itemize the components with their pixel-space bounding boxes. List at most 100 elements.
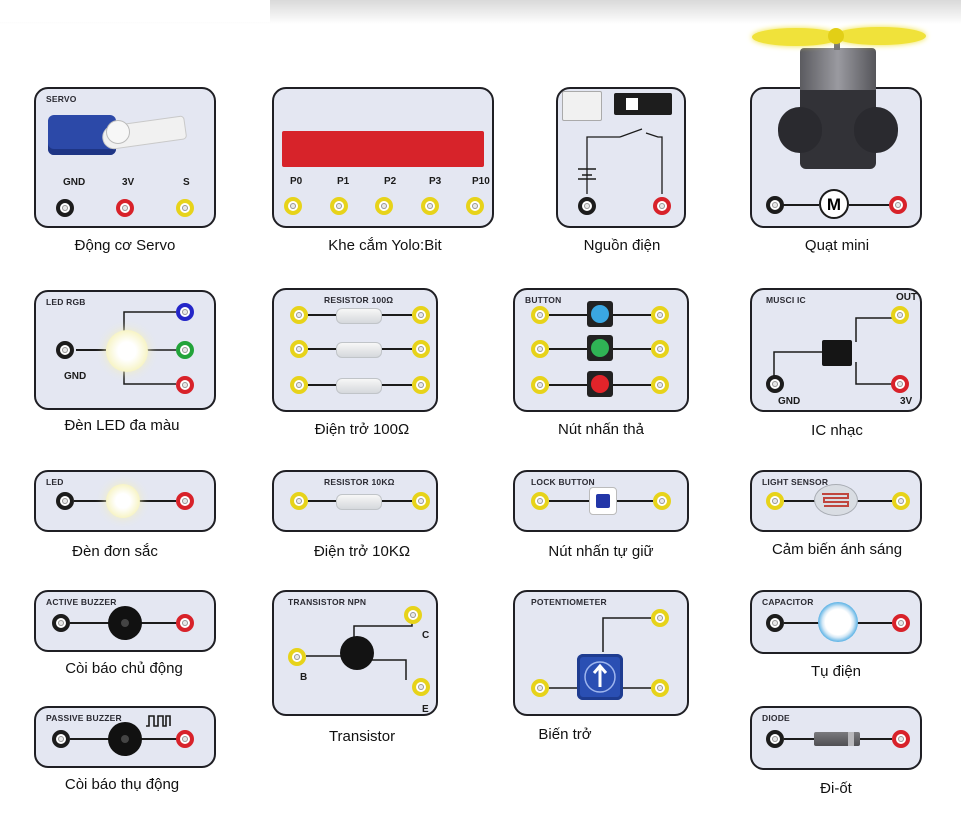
servo-s-pin[interactable] (176, 199, 194, 217)
resistor-10k-module[interactable]: RESISTOR 10KΩ (272, 470, 438, 532)
resistor-10k-pin-right[interactable] (412, 492, 430, 510)
active-buzzer-title: ACTIVE BUZZER (46, 597, 117, 607)
led-negative-pin[interactable] (56, 492, 74, 510)
yolobit-p2-pin[interactable] (375, 197, 393, 215)
button-pin-3l[interactable] (531, 376, 549, 394)
servo-3v-pin[interactable] (116, 199, 134, 217)
led-positive-pin[interactable] (176, 492, 194, 510)
potentiometer-left-pin[interactable] (531, 679, 549, 697)
resistor-100-module[interactable]: RESISTOR 100Ω (272, 288, 438, 412)
button-pin-1r[interactable] (651, 306, 669, 324)
power-positive-pin[interactable] (653, 197, 671, 215)
transistor-b-label: B (300, 672, 308, 683)
lock-button-pin-left[interactable] (531, 492, 549, 510)
music-ic-out-pin[interactable] (891, 306, 909, 324)
resistor-10k-caption: Điện trở 10KΩ (313, 543, 411, 560)
button-pin-3r[interactable] (651, 376, 669, 394)
led-title: LED (46, 477, 64, 487)
transistor-module[interactable]: TRANSISTOR NPN C B E (272, 590, 438, 716)
resistor-10k-body (336, 494, 382, 510)
light-sensor-pin-right[interactable] (892, 492, 910, 510)
button-title: BUTTON (525, 295, 562, 305)
resistor-10k-title: RESISTOR 10KΩ (324, 477, 395, 487)
active-buzzer-module[interactable]: ACTIVE BUZZER (34, 590, 216, 652)
button-pin-1l[interactable] (531, 306, 549, 324)
music-ic-3v-pin[interactable] (891, 375, 909, 393)
resistor-100-pin-1l[interactable] (290, 306, 308, 324)
button-red[interactable] (587, 371, 613, 397)
capacitor-module[interactable]: CAPACITOR (750, 590, 922, 654)
passive-buzzer-module[interactable]: PASSIVE BUZZER (34, 706, 216, 768)
led-rgb-module[interactable]: LED RGB GND (34, 290, 216, 410)
light-sensor-body (814, 484, 858, 516)
fan-motor-left-ear (778, 107, 822, 153)
led-rgb-title: LED RGB (46, 297, 86, 307)
passive-buzzer-positive-pin[interactable] (176, 730, 194, 748)
button-green[interactable] (587, 335, 613, 361)
button-module[interactable]: BUTTON (513, 288, 689, 412)
transistor-c-label: C (422, 630, 430, 641)
music-ic-title: MUSCI IC (766, 295, 806, 305)
led-rgb-green-pin[interactable] (176, 341, 194, 359)
button-pin-2r[interactable] (651, 340, 669, 358)
passive-buzzer-negative-pin[interactable] (52, 730, 70, 748)
capacitor-negative-pin[interactable] (766, 614, 784, 632)
button-blue[interactable] (587, 301, 613, 327)
potentiometer-right-pin[interactable] (651, 679, 669, 697)
lock-button-module[interactable]: LOCK BUTTON (513, 470, 689, 532)
capacitor-caption: Tụ điện (810, 663, 862, 680)
music-ic-wires (773, 317, 898, 385)
fan-negative-pin[interactable] (766, 196, 784, 214)
resistor-100-body-1 (336, 308, 382, 324)
resistor-100-pin-1r[interactable] (412, 306, 430, 324)
servo-module[interactable]: SERVO GND 3V S (34, 87, 216, 228)
resistor-100-pin-2l[interactable] (290, 340, 308, 358)
led-module[interactable]: LED (34, 470, 216, 532)
active-buzzer-negative-pin[interactable] (52, 614, 70, 632)
servo-gnd-label: GND (63, 177, 86, 188)
light-sensor-pin-left[interactable] (766, 492, 784, 510)
yolobit-slot-module[interactable]: P0 P1 P2 P3 P10 (272, 87, 494, 228)
lock-button-pin-right[interactable] (653, 492, 671, 510)
diode-positive-pin[interactable] (892, 730, 910, 748)
led-rgb-red-pin[interactable] (176, 376, 194, 394)
diode-module[interactable]: DIODE (750, 706, 922, 770)
transistor-c-pin[interactable] (404, 606, 422, 624)
resistor-10k-pin-left[interactable] (290, 492, 308, 510)
potentiometer-top-pin[interactable] (651, 609, 669, 627)
button-pin-2l[interactable] (531, 340, 549, 358)
fan-positive-pin[interactable] (889, 196, 907, 214)
music-ic-module[interactable]: MUSCI IC OUT GND 3V (750, 288, 922, 412)
potentiometer-module[interactable]: POTENTIOMETER (513, 590, 689, 716)
yolobit-p1-pin[interactable] (330, 197, 348, 215)
yolobit-p10-pin[interactable] (466, 197, 484, 215)
fan-caption: Quạt mini (804, 237, 870, 254)
mini-fan-module[interactable]: M (750, 87, 922, 228)
top-white-strip (0, 0, 270, 22)
transistor-caption: Transistor (328, 728, 396, 745)
resistor-100-pin-3l[interactable] (290, 376, 308, 394)
music-ic-gnd-pin[interactable] (766, 375, 784, 393)
led-rgb-blue-pin[interactable] (176, 303, 194, 321)
power-module[interactable] (556, 87, 686, 228)
yolobit-p0-pin[interactable] (284, 197, 302, 215)
yolobit-p3-pin[interactable] (421, 197, 439, 215)
power-negative-pin[interactable] (578, 197, 596, 215)
led-rgb-gnd-pin[interactable] (56, 341, 74, 359)
servo-gnd-pin[interactable] (56, 199, 74, 217)
transistor-e-pin[interactable] (412, 678, 430, 696)
light-sensor-module[interactable]: LIGHT SENSOR (750, 470, 922, 532)
capacitor-positive-pin[interactable] (892, 614, 910, 632)
active-buzzer-positive-pin[interactable] (176, 614, 194, 632)
servo-s-label: S (183, 177, 190, 188)
fan-wire-left (783, 204, 819, 206)
resistor-100-pin-2r[interactable] (412, 340, 430, 358)
power-connector (562, 91, 602, 121)
power-caption: Nguồn điện (583, 237, 661, 254)
led-rgb-bulb (106, 330, 148, 372)
diode-negative-pin[interactable] (766, 730, 784, 748)
lock-button-knob[interactable] (589, 487, 617, 515)
music-ic-3v-label: 3V (900, 396, 913, 407)
resistor-100-pin-3r[interactable] (412, 376, 430, 394)
transistor-b-pin[interactable] (288, 648, 306, 666)
